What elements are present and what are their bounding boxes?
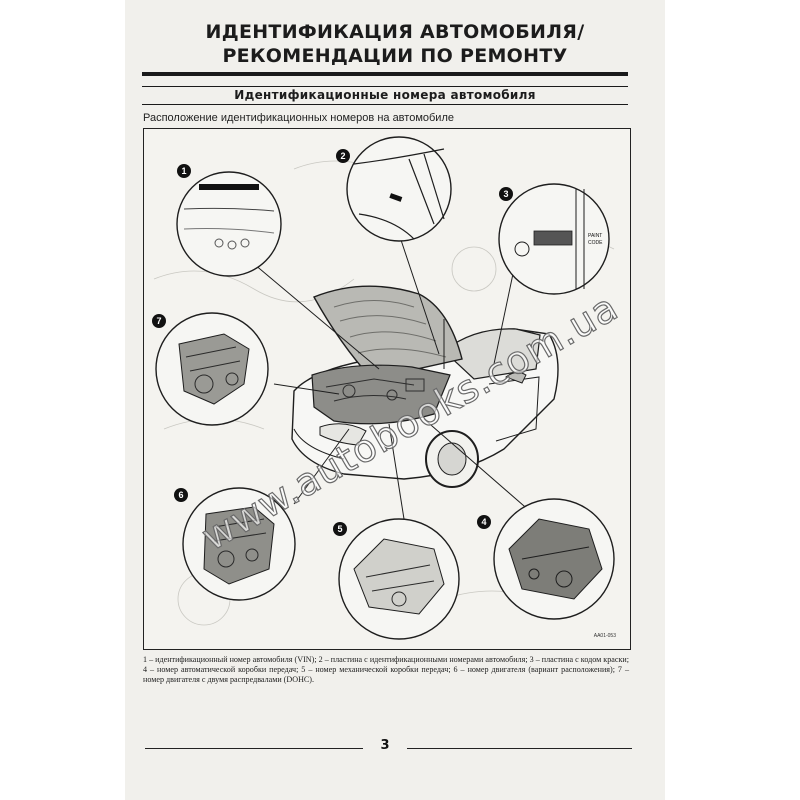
callout-4: 4 bbox=[477, 515, 491, 529]
paint-code-plate bbox=[533, 230, 573, 246]
section-heading: Идентификационные номера автомобиля bbox=[234, 88, 536, 102]
inset-paint-code: PAINT CODE bbox=[498, 183, 610, 295]
svg-text:6: 6 bbox=[178, 490, 183, 500]
svg-text:3: 3 bbox=[503, 189, 508, 199]
callout-5: 5 bbox=[333, 522, 347, 536]
leader-lines bbox=[253, 233, 540, 520]
svg-text:2: 2 bbox=[340, 151, 345, 161]
vehicle-id-figure: PAINT CODE bbox=[143, 128, 631, 650]
callout-badges: 1 2 3 4 5 6 7 bbox=[152, 149, 513, 536]
callout-6: 6 bbox=[174, 488, 188, 502]
callout-1: 1 bbox=[177, 164, 191, 178]
svg-text:7: 7 bbox=[156, 316, 161, 326]
callout-2: 2 bbox=[336, 149, 350, 163]
svg-text:4: 4 bbox=[481, 517, 486, 527]
svg-text:5: 5 bbox=[337, 524, 342, 534]
inset-manual-transmission bbox=[338, 518, 460, 640]
page-number: 3 bbox=[380, 738, 390, 753]
car-illustration bbox=[291, 285, 559, 488]
section-rule-bottom bbox=[142, 104, 628, 105]
paint-code-label-2: CODE bbox=[588, 240, 603, 246]
footer-rule-left bbox=[145, 748, 363, 749]
inset-engine bbox=[182, 487, 296, 601]
inset-automatic-transmission bbox=[493, 498, 615, 620]
figure-subtitle: Расположение идентификационных номеров н… bbox=[143, 112, 454, 124]
page-title-line-2: РЕКОМЕНДАЦИИ ПО РЕМОНТУ bbox=[222, 45, 568, 67]
callout-3: 3 bbox=[499, 187, 513, 201]
inset-dohc-engine bbox=[155, 312, 269, 426]
vehicle-diagram: PAINT CODE bbox=[152, 136, 615, 640]
id-plate bbox=[389, 193, 403, 202]
section-rule-top bbox=[142, 86, 628, 87]
inset-id-plate bbox=[346, 136, 452, 242]
paint-code-label-1: PAINT bbox=[588, 233, 602, 239]
title-underline bbox=[142, 72, 628, 76]
inset-vin bbox=[176, 171, 282, 277]
svg-text:1: 1 bbox=[181, 166, 186, 176]
page-title-line-1: ИДЕНТИФИКАЦИЯ АВТОМОБИЛЯ/ bbox=[205, 21, 585, 43]
figure-code: AA01-053 bbox=[593, 633, 616, 639]
callout-7: 7 bbox=[152, 314, 166, 328]
vin-plate bbox=[199, 184, 259, 190]
footer-rule-right bbox=[407, 748, 632, 749]
figure-caption: 1 – идентификационный номер автомобиля (… bbox=[143, 655, 629, 684]
